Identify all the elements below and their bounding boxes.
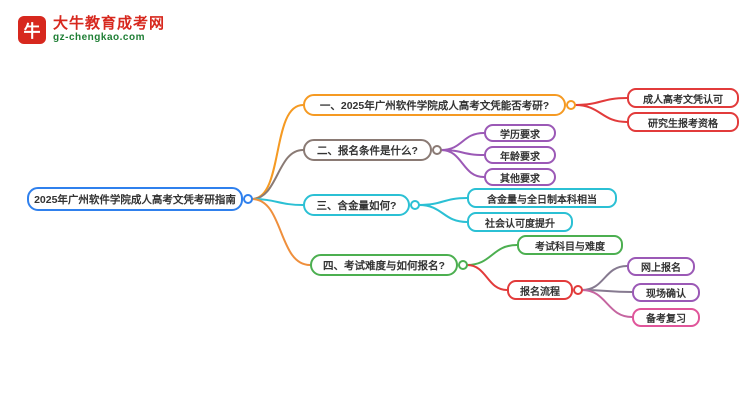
bull-logo-icon: 牛: [18, 15, 46, 44]
branch3-child-recognition-node: 社会认可度提升: [467, 212, 573, 232]
logo-subtitle: gz-chengkao.com: [53, 32, 145, 43]
edge-branch4-process: [466, 264, 508, 291]
connector-dot-branch2: [432, 145, 442, 155]
process-child-online-signup-node: 网上报名: [627, 257, 695, 276]
process-child-review-node: 备考复习: [632, 308, 700, 327]
branch1-child-eligibility-node: 研究生报考资格: [627, 112, 739, 132]
branch3-child-equivalence-node: 含金量与全日制本科相当: [467, 188, 617, 208]
logo-text: 大牛教育成考网 gz-chengkao.com: [53, 15, 165, 44]
edge-branch3-child2: [418, 204, 468, 223]
edge-process-child3: [581, 289, 633, 318]
edge-branch1-child2: [574, 104, 628, 123]
branch1-child-diploma-node: 成人高考文凭认可: [627, 88, 739, 108]
logo-title: 大牛教育成考网: [53, 15, 166, 32]
edge-center-branch1: [251, 104, 304, 200]
edge-process-child1: [581, 265, 628, 291]
branch4-child-exam-subjects-node: 考试科目与难度: [517, 235, 623, 255]
edge-center-branch3: [251, 198, 304, 206]
branch3-node: 三、含金量如何?: [303, 194, 410, 216]
edge-process-child2: [581, 289, 633, 293]
connector-dot-branch3: [410, 200, 420, 210]
branch2-child-age-node: 年龄要求: [484, 146, 556, 164]
edge-branch1-child1: [574, 97, 628, 106]
edge-branch2-child3: [440, 149, 485, 178]
edge-center-branch2: [251, 149, 304, 200]
branch1-node: 一、2025年广州软件学院成人高考文凭能否考研?: [303, 94, 566, 116]
connector-dot-branch1: [566, 100, 576, 110]
branch2-child-education-node: 学历要求: [484, 124, 556, 142]
branch4-node: 四、考试难度与如何报名?: [310, 254, 458, 276]
process-child-onsite-confirm-node: 现场确认: [632, 283, 700, 302]
connector-dot-center: [243, 194, 253, 204]
mindmap-center-node: 2025年广州软件学院成人高考文凭考研指南: [27, 187, 243, 211]
edge-center-branch4: [251, 198, 311, 266]
connector-dot-branch4: [458, 260, 468, 270]
branch2-node: 二、报名条件是什么?: [303, 139, 432, 161]
edge-branch2-child2: [440, 149, 485, 156]
edge-branch4-exam: [466, 244, 518, 266]
edge-branch2-child1: [440, 132, 485, 151]
edge-branch3-child1: [418, 197, 468, 206]
site-logo: 牛 大牛教育成考网 gz-chengkao.com: [18, 15, 165, 44]
branch2-child-other-node: 其他要求: [484, 168, 556, 186]
branch4-child-process-node: 报名流程: [507, 280, 573, 300]
connector-dot-process: [573, 285, 583, 295]
